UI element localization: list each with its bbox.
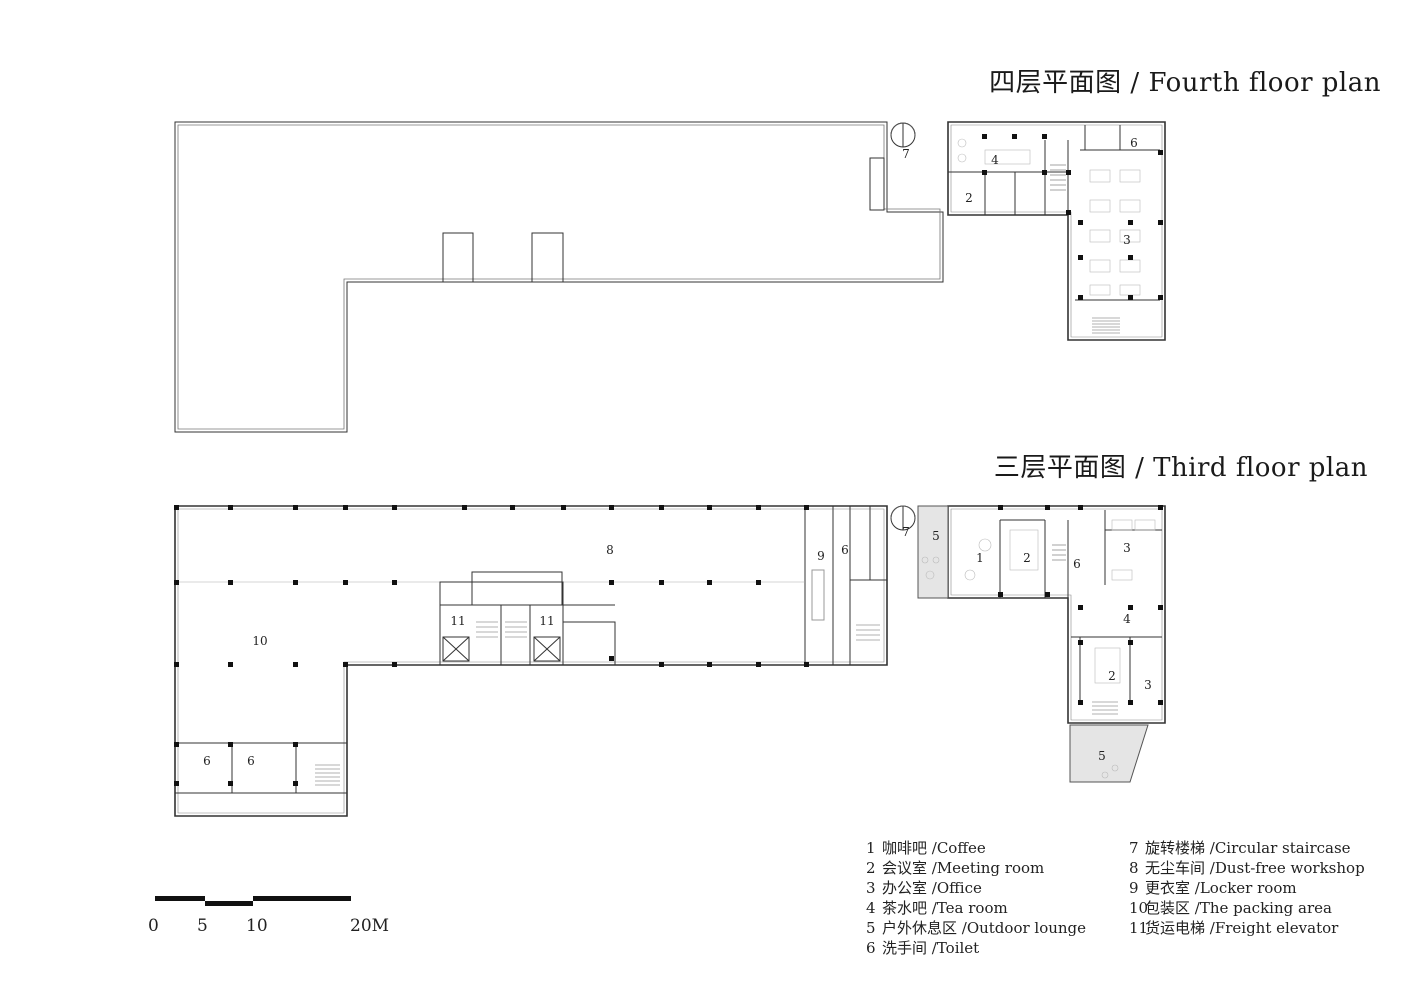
room-label: 10 (252, 634, 267, 648)
room-label: 2 (1108, 669, 1116, 683)
scale-label: 0 (148, 916, 159, 936)
room-label: 5 (932, 529, 940, 543)
third-floor-plan (174, 505, 1166, 817)
room-label: 6 (247, 754, 255, 768)
room-label: 2 (1023, 551, 1031, 565)
legend-item: 11货运电梯 /Freight elevator (1129, 919, 1339, 937)
scale-bar (155, 896, 351, 906)
fourth-floor-title: 四层平面图 / Fourth floor plan (989, 68, 1381, 98)
legend-item: 10包装区 /The packing area (1129, 899, 1332, 917)
room-label: 4 (1123, 612, 1131, 626)
third-floor-title: 三层平面图 / Third floor plan (993, 453, 1368, 483)
room-label: 6 (1130, 136, 1138, 150)
room-label: 7 (902, 525, 910, 539)
room-label: 6 (203, 754, 211, 768)
fourth-floor-plan (174, 121, 1166, 433)
scale-label: 10 (246, 916, 268, 936)
room-label: 8 (606, 543, 614, 557)
room-label: 3 (1144, 678, 1152, 692)
room-label: 1 (976, 551, 984, 565)
room-label: 11 (450, 614, 465, 628)
room-label: 4 (991, 153, 999, 167)
room-label: 5 (1098, 749, 1106, 763)
scale-label: 5 (197, 916, 208, 936)
room-label: 6 (1073, 557, 1081, 571)
room-label: 3 (1123, 541, 1131, 555)
room-label: 9 (817, 549, 825, 563)
room-label: 7 (902, 147, 910, 161)
room-label: 11 (539, 614, 554, 628)
room-label: 3 (1123, 233, 1131, 247)
scale-label: 20M (350, 916, 390, 936)
room-label: 2 (965, 191, 973, 205)
room-label: 6 (841, 543, 849, 557)
